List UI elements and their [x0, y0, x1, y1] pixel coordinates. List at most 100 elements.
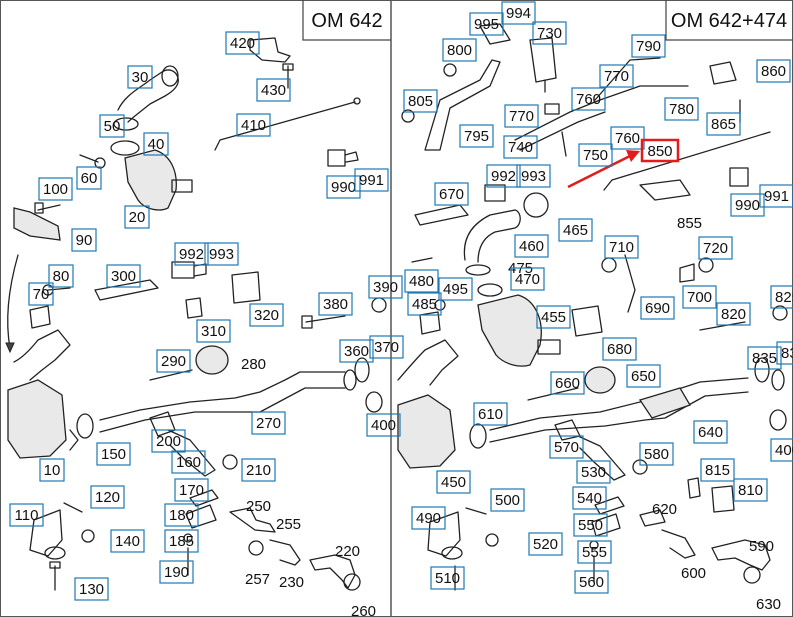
- right-callout-770[interactable]: 770: [504, 104, 539, 128]
- right-callout-600[interactable]: 600: [681, 565, 706, 582]
- highlighted-callout-850[interactable]: 850: [640, 138, 680, 163]
- right-callout-460[interactable]: 460: [514, 234, 549, 258]
- left-callout-50[interactable]: 50: [99, 114, 125, 138]
- left-callout-90[interactable]: 90: [71, 228, 97, 252]
- right-callout-570[interactable]: 570: [549, 435, 584, 459]
- right-callout-520[interactable]: 520: [528, 532, 563, 556]
- right-callout-800[interactable]: 800: [442, 38, 477, 62]
- left-callout-310[interactable]: 310: [196, 319, 231, 343]
- left-callout-40[interactable]: 40: [143, 132, 169, 156]
- left-callout-280[interactable]: 280: [241, 356, 266, 373]
- left-callout-10[interactable]: 10: [39, 458, 65, 482]
- right-callout-815[interactable]: 815: [700, 458, 735, 482]
- right-callout-993[interactable]: 993: [516, 164, 551, 188]
- left-callout-200[interactable]: 200: [151, 429, 186, 453]
- right-callout-530[interactable]: 530: [576, 460, 611, 484]
- right-callout-790[interactable]: 790: [631, 34, 666, 58]
- left-callout-270[interactable]: 270: [251, 411, 286, 435]
- left-callout-120[interactable]: 120: [90, 485, 125, 509]
- left-callout-60[interactable]: 60: [76, 166, 102, 190]
- right-callout-610[interactable]: 610: [473, 402, 508, 426]
- left-callout-70[interactable]: 70: [28, 282, 54, 306]
- left-callout-230[interactable]: 230: [279, 574, 304, 591]
- right-callout-660[interactable]: 660: [550, 371, 585, 395]
- right-callout-500[interactable]: 500: [490, 488, 525, 512]
- right-callout-485[interactable]: 485: [407, 292, 442, 316]
- left-callout-260[interactable]: 260: [351, 603, 376, 617]
- right-callout-480[interactable]: 480: [404, 269, 439, 293]
- left-callout-257[interactable]: 257: [245, 571, 270, 588]
- right-callout-820[interactable]: 820: [716, 302, 751, 326]
- right-callout-495[interactable]: 495: [438, 277, 473, 301]
- right-callout-740[interactable]: 740: [503, 135, 538, 159]
- right-callout-805[interactable]: 805: [403, 89, 438, 113]
- right-callout-995[interactable]: 995: [469, 12, 504, 36]
- left-callout-30[interactable]: 30: [127, 65, 153, 89]
- left-callout-250[interactable]: 250: [246, 498, 271, 515]
- right-callout-730[interactable]: 730: [532, 21, 567, 45]
- left-callout-255[interactable]: 255: [276, 516, 301, 533]
- left-callout-380[interactable]: 380: [318, 292, 353, 316]
- right-callout-710[interactable]: 710: [604, 235, 639, 259]
- right-callout-510[interactable]: 510: [430, 566, 465, 590]
- left-callout-130[interactable]: 130: [74, 577, 109, 601]
- right-callout-835[interactable]: 835: [747, 346, 782, 370]
- left-callout-992[interactable]: 992: [174, 242, 209, 266]
- right-callout-470[interactable]: 470: [510, 267, 545, 291]
- right-callout-670[interactable]: 670: [434, 182, 469, 206]
- left-callout-185[interactable]: 185: [164, 529, 199, 553]
- left-callout-430[interactable]: 430: [256, 78, 291, 102]
- left-callout-210[interactable]: 210: [241, 458, 276, 482]
- right-callout-455[interactable]: 455: [536, 305, 571, 329]
- left-callout-990[interactable]: 990: [326, 175, 361, 199]
- left-callout-150[interactable]: 150: [96, 442, 131, 466]
- right-callout-590[interactable]: 590: [749, 538, 774, 555]
- right-callout-760[interactable]: 760: [571, 87, 606, 111]
- left-callout-300[interactable]: 300: [106, 264, 141, 288]
- right-callout-795[interactable]: 795: [459, 124, 494, 148]
- left-callout-370[interactable]: 370: [369, 335, 404, 359]
- right-callout-555[interactable]: 555: [577, 540, 612, 564]
- right-callout-865[interactable]: 865: [706, 112, 741, 136]
- right-callout-620[interactable]: 620: [652, 501, 677, 518]
- left-callout-320[interactable]: 320: [249, 303, 284, 327]
- left-callout-410[interactable]: 410: [236, 113, 271, 137]
- left-callout-140[interactable]: 140: [110, 529, 145, 553]
- right-callout-810[interactable]: 810: [733, 478, 768, 502]
- right-callout-700[interactable]: 700: [682, 285, 717, 309]
- right-callout-750[interactable]: 750: [578, 143, 613, 167]
- right-callout-680[interactable]: 680: [602, 337, 637, 361]
- right-callout-780[interactable]: 780: [664, 97, 699, 121]
- right-callout-690[interactable]: 690: [640, 296, 675, 320]
- left-callout-100[interactable]: 100: [38, 177, 73, 201]
- right-callout-770[interactable]: 770: [599, 64, 634, 88]
- right-callout-760[interactable]: 760: [610, 126, 645, 150]
- right-callout-650[interactable]: 650: [626, 364, 661, 388]
- right-callout-465[interactable]: 465: [558, 218, 593, 242]
- left-callout-993[interactable]: 993: [204, 242, 239, 266]
- left-callout-80[interactable]: 80: [48, 264, 74, 288]
- right-callout-490[interactable]: 490: [411, 506, 446, 530]
- right-callout-990[interactable]: 990: [730, 193, 765, 217]
- right-callout-400[interactable]: 400: [770, 438, 793, 462]
- left-callout-991[interactable]: 991: [354, 168, 389, 192]
- left-callout-390[interactable]: 390: [368, 275, 403, 299]
- right-callout-640[interactable]: 640: [693, 420, 728, 444]
- right-callout-720[interactable]: 720: [698, 236, 733, 260]
- right-callout-450[interactable]: 450: [436, 470, 471, 494]
- left-callout-20[interactable]: 20: [124, 205, 150, 229]
- left-callout-170[interactable]: 170: [174, 478, 209, 502]
- left-callout-360[interactable]: 360: [339, 339, 374, 363]
- left-callout-400[interactable]: 400: [366, 413, 401, 437]
- left-callout-420[interactable]: 420: [225, 31, 260, 55]
- right-callout-855[interactable]: 855: [677, 215, 702, 232]
- left-callout-190[interactable]: 190: [159, 560, 194, 584]
- left-callout-160[interactable]: 160: [171, 450, 206, 474]
- left-callout-110[interactable]: 110: [9, 503, 44, 527]
- right-callout-991[interactable]: 991: [759, 184, 793, 208]
- left-callout-290[interactable]: 290: [156, 349, 191, 373]
- right-callout-550[interactable]: 550: [573, 513, 608, 537]
- right-callout-860[interactable]: 860: [756, 59, 791, 83]
- right-callout-630[interactable]: 630: [756, 596, 781, 613]
- left-callout-220[interactable]: 220: [335, 543, 360, 560]
